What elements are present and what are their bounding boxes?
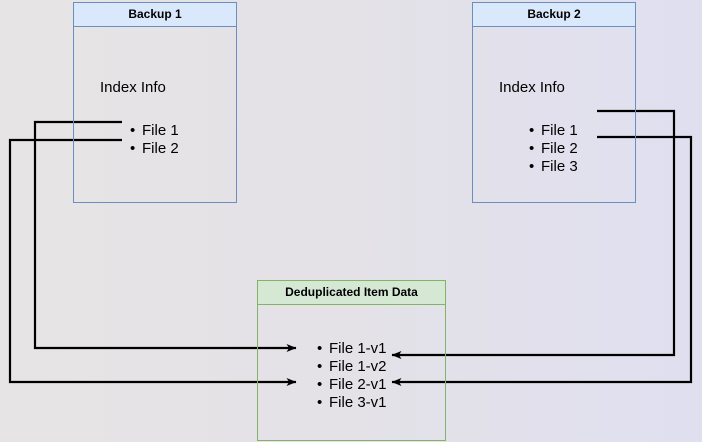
node-backup-1-body: Index Info File 1 File 2 bbox=[74, 27, 236, 202]
list-item: File 1-v1 bbox=[317, 340, 386, 358]
node-backup-2-file-list: File 1 File 2 File 3 bbox=[524, 122, 578, 176]
node-backup-1-index-label: Index Info bbox=[100, 79, 166, 96]
edge-backup1-file2-to-file2v1 bbox=[8, 138, 297, 386]
list-item: File 3 bbox=[529, 158, 578, 176]
list-item: File 1-v2 bbox=[317, 358, 386, 376]
node-deduplicated-item-data-body: File 1-v1 File 1-v2 File 2-v1 File 3-v1 bbox=[258, 305, 445, 440]
node-backup-1[interactable]: Backup 1 Index Info File 1 File 2 bbox=[73, 2, 237, 203]
node-backup-2-body: Index Info File 1 File 2 File 3 bbox=[473, 27, 635, 202]
node-backup-1-title: Backup 1 bbox=[74, 3, 236, 27]
node-backup-2-title: Backup 2 bbox=[473, 3, 635, 27]
list-item: File 1 bbox=[130, 122, 179, 140]
node-backup-1-file-list: File 1 File 2 bbox=[125, 122, 179, 158]
edge-backup2-file2-to-file2v1 bbox=[391, 135, 693, 386]
node-deduplicated-item-data[interactable]: Deduplicated Item Data File 1-v1 File 1-… bbox=[257, 280, 446, 441]
node-deduplicated-file-list: File 1-v1 File 1-v2 File 2-v1 File 3-v1 bbox=[312, 340, 386, 412]
list-item: File 2-v1 bbox=[317, 376, 386, 394]
edge-backup1-file1-to-file1v1 bbox=[33, 120, 297, 352]
list-item: File 2 bbox=[529, 140, 578, 158]
node-backup-2[interactable]: Backup 2 Index Info File 1 File 2 File 3 bbox=[472, 2, 636, 203]
node-backup-2-index-label: Index Info bbox=[499, 79, 565, 96]
list-item: File 1 bbox=[529, 122, 578, 140]
list-item: File 2 bbox=[130, 140, 179, 158]
node-deduplicated-item-data-title: Deduplicated Item Data bbox=[258, 281, 445, 305]
list-item: File 3-v1 bbox=[317, 394, 386, 412]
